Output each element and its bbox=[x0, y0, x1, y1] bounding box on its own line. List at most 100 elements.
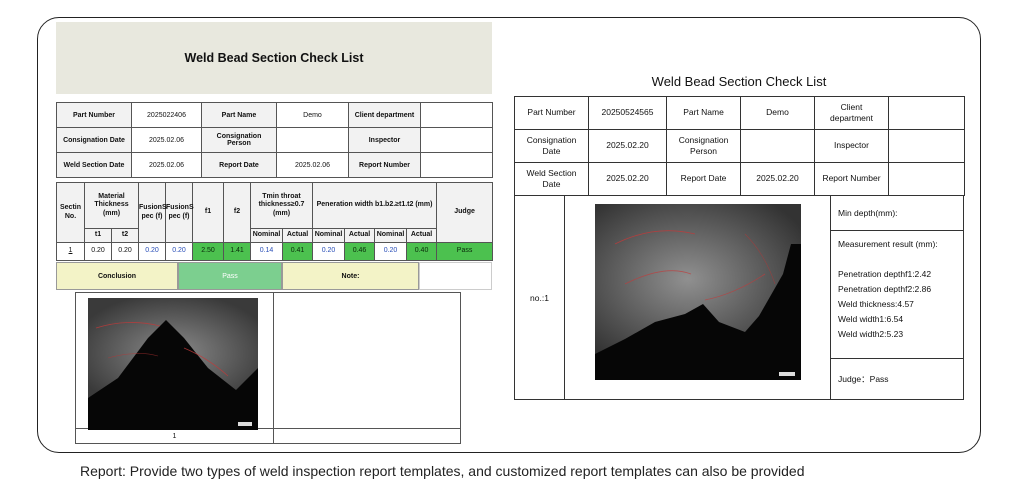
value-part-name: Demo bbox=[276, 102, 349, 128]
r-value-section-date: 2025.02.20 bbox=[588, 162, 667, 196]
label-part-name: Part Name bbox=[201, 102, 277, 128]
r-label-client-dept: Client department bbox=[814, 96, 889, 130]
cell-judge: Pass bbox=[436, 242, 494, 261]
header-pen2-nominal: Nominal bbox=[374, 228, 408, 243]
image-caption: 1 bbox=[76, 429, 274, 443]
header-f2: f2 bbox=[223, 182, 252, 243]
right-report-title: Weld Bead Section Check List bbox=[651, 74, 827, 89]
header-t1: t1 bbox=[84, 228, 112, 243]
cell-section-no: 1 bbox=[56, 242, 85, 261]
left-sheet-title: Weld Bead Section Check List bbox=[56, 22, 492, 94]
header-fusion-spec-2: FusionS pec (f) bbox=[165, 182, 194, 243]
conclusion-label: Conclusion bbox=[56, 262, 178, 290]
table-row: 1 0.20 0.20 0.20 0.20 2.50 1.41 0.14 0.4… bbox=[56, 242, 494, 261]
r-value-consign-person bbox=[740, 129, 815, 163]
r-label-report-date: Report Date bbox=[666, 162, 741, 196]
label-consign-person: Consignation Person bbox=[201, 127, 277, 153]
cell-pen2-nominal: 0.20 bbox=[374, 242, 408, 261]
note-value bbox=[419, 262, 492, 290]
r-value-report-number bbox=[888, 162, 965, 196]
r-label-inspector: Inspector bbox=[814, 129, 889, 163]
r-value-inspector bbox=[888, 129, 965, 163]
r-label-consign-date: Consignation Date bbox=[514, 129, 589, 163]
conclusion-value: Pass bbox=[178, 262, 282, 290]
value-inspector bbox=[420, 127, 493, 153]
conclusion-row: Conclusion Pass Note: bbox=[56, 262, 492, 290]
note-label: Note: bbox=[282, 262, 419, 290]
header-f1: f1 bbox=[192, 182, 225, 243]
r-label-report-number: Report Number bbox=[814, 162, 889, 196]
header-pen1-actual: Actual bbox=[344, 228, 376, 243]
header-fusion-spec-1: FusionS pec (f) bbox=[138, 182, 167, 243]
measurement-line: Penetration depthf1:2.42 bbox=[838, 269, 932, 279]
cell-f2: 1.41 bbox=[223, 242, 252, 261]
cell-f1: 2.50 bbox=[192, 242, 225, 261]
value-part-number: 2025022406 bbox=[131, 102, 202, 128]
measurement-results: Measurement result (mm): Penetration dep… bbox=[831, 231, 964, 359]
left-empty-cell bbox=[274, 293, 460, 428]
right-report-body: no.:1 Min depth(mm): Measurement result … bbox=[514, 196, 964, 400]
label-inspector: Inspector bbox=[348, 127, 421, 153]
cell-tmin-actual: 0.41 bbox=[282, 242, 314, 261]
r-value-part-name: Demo bbox=[740, 96, 815, 130]
label-client-dept: Client department bbox=[348, 102, 421, 128]
value-report-number bbox=[420, 152, 493, 178]
r-value-consign-date: 2025.02.20 bbox=[588, 129, 667, 163]
header-penetration: Peneration width b1.b2.≥t1.t2 (mm) bbox=[312, 182, 438, 229]
r-label-consign-person: Consignation Person bbox=[666, 129, 741, 163]
r-value-report-date: 2025.02.20 bbox=[740, 162, 815, 196]
header-tmin-nominal: Nominal bbox=[250, 228, 284, 243]
cell-tmin-nominal: 0.14 bbox=[250, 242, 284, 261]
label-consign-date: Consignation Date bbox=[56, 127, 132, 153]
right-info-table: Part Number 20250524565 Part Name Demo C… bbox=[514, 96, 965, 196]
image-caption-empty bbox=[274, 429, 460, 443]
header-material-thickness: Material Thickness (mm) bbox=[83, 182, 140, 229]
left-image-cell bbox=[76, 293, 274, 430]
value-consign-date: 2025.02.06 bbox=[131, 127, 202, 153]
cell-pen1-nominal: 0.20 bbox=[312, 242, 346, 261]
value-consign-person bbox=[276, 127, 349, 153]
min-depth-label: Min depth(mm): bbox=[831, 196, 964, 231]
sample-number: no.:1 bbox=[515, 196, 565, 399]
measurement-panel: Min depth(mm): Measurement result (mm): … bbox=[831, 196, 964, 399]
value-client-dept bbox=[420, 102, 493, 128]
label-report-date: Report Date bbox=[201, 152, 277, 178]
measurement-line: Weld width2:5.23 bbox=[838, 329, 904, 339]
value-report-date: 2025.02.06 bbox=[276, 152, 349, 178]
header-judge: Judge bbox=[436, 182, 494, 243]
left-info-table: Part Number 2025022406 Part Name Demo Cl… bbox=[56, 102, 493, 178]
header-pen2-actual: Actual bbox=[406, 228, 438, 243]
label-section-date: Weld Section Date bbox=[56, 152, 132, 178]
header-pen1-nominal: Nominal bbox=[312, 228, 346, 243]
r-value-part-number: 20250524565 bbox=[588, 96, 667, 130]
left-report-sheet: Weld Bead Section Check List Part Number… bbox=[56, 22, 494, 290]
measurement-line: Penetration depthf2:2.86 bbox=[838, 284, 932, 294]
header-t2: t2 bbox=[110, 228, 140, 243]
cell-pen1-actual: 0.46 bbox=[344, 242, 376, 261]
cell-fs1: 0.20 bbox=[138, 242, 167, 261]
label-part-number: Part Number bbox=[56, 102, 132, 128]
measurement-line: Weld thickness:4.57 bbox=[838, 299, 914, 309]
value-section-date: 2025.02.06 bbox=[131, 152, 202, 178]
measurement-title: Measurement result (mm): bbox=[838, 239, 938, 249]
cell-fs2: 0.20 bbox=[165, 242, 194, 261]
cell-t2: 0.20 bbox=[110, 242, 140, 261]
label-report-number: Report Number bbox=[348, 152, 421, 178]
left-image-box: 1 bbox=[75, 292, 461, 444]
r-label-section-date: Weld Section Date bbox=[514, 162, 589, 196]
weld-cross-section-image bbox=[88, 298, 258, 430]
cell-pen2-actual: 0.40 bbox=[406, 242, 438, 261]
left-measurement-table: Sectin No. Material Thickness (mm) Fusio… bbox=[56, 182, 494, 261]
r-value-client-dept bbox=[888, 96, 965, 130]
r-label-part-name: Part Name bbox=[666, 96, 741, 130]
r-label-part-number: Part Number bbox=[514, 96, 589, 130]
header-section-no: Sectin No. bbox=[56, 182, 85, 243]
judge-result: Judge：Pass bbox=[838, 374, 889, 384]
header-tmin-actual: Actual bbox=[282, 228, 314, 243]
right-image-cell bbox=[565, 196, 831, 399]
weld-cross-section-image bbox=[595, 204, 801, 380]
header-tmin: Tmin throat thickness≥0.7 (mm) bbox=[250, 182, 314, 229]
cell-t1: 0.20 bbox=[84, 242, 112, 261]
measurement-line: Weld width1:6.54 bbox=[838, 314, 904, 324]
bottom-caption: Report: Provide two types of weld inspec… bbox=[80, 463, 805, 479]
